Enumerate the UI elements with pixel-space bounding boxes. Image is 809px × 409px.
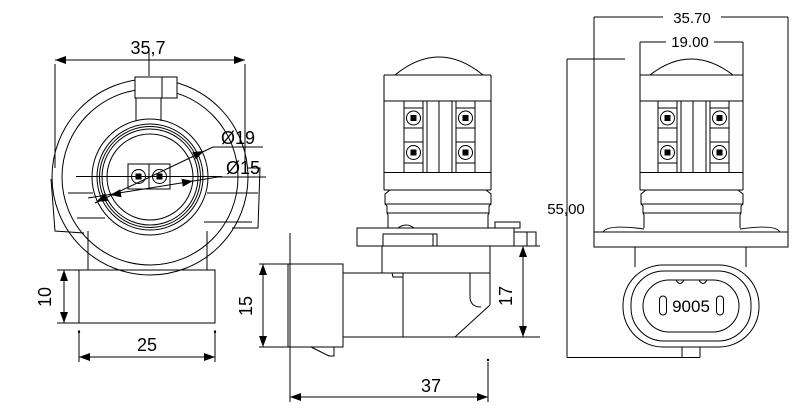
rear-socket-type-label: 9005 — [672, 297, 710, 316]
side-dome-lens — [394, 56, 484, 76]
front-dim-base-width-label: 25 — [137, 335, 157, 355]
front-dim-base-width: 25 — [77, 330, 217, 362]
front-right-flange — [232, 167, 261, 229]
side-view: 15 17 37 — [236, 56, 540, 402]
front-base — [78, 269, 216, 324]
rear-dome-lens — [649, 58, 734, 76]
side-dim-socket-height-label: 17 — [496, 286, 516, 306]
rear-dim-flange-width: 35.70 — [593, 10, 789, 232]
front-dim-overall-width-label: 35,7 — [130, 38, 165, 58]
rear-led-columns — [657, 101, 730, 173]
rear-view: 9005 35.70 19.00 55,00 — [547, 10, 789, 358]
side-dim-overall-length-label: 37 — [421, 376, 441, 396]
side-dim-connector-height: 15 — [236, 263, 288, 348]
rear-flange — [593, 231, 789, 248]
front-dim-base-height-label: 10 — [35, 287, 55, 307]
rear-dim-flange-width-label: 35.70 — [673, 10, 711, 27]
front-dim-base-height: 10 — [35, 269, 79, 324]
front-dim-lens-diameter-label: Ø19 — [221, 128, 255, 148]
front-top-tab — [134, 76, 178, 99]
side-connector-housing — [287, 263, 344, 348]
rear-connector-oval: 9005 — [622, 264, 760, 358]
rear-dim-body-width-label: 19.00 — [671, 34, 709, 51]
rear-dim-overall-height-label: 55,00 — [547, 201, 585, 218]
rear-dim-body-width: 19.00 — [671, 34, 709, 51]
front-view: 35,7 Ø19 Ø15 10 — [35, 38, 266, 362]
front-dim-overall-width: 35,7 — [54, 38, 246, 168]
side-led-columns — [403, 101, 476, 173]
front-led-chips — [127, 163, 171, 190]
side-dim-socket-height: 17 — [455, 245, 540, 338]
front-dim-reflector-diameter: Ø15 — [87, 158, 266, 199]
side-dim-overall-length: 37 — [289, 358, 490, 402]
front-dim-reflector-diameter-label: Ø15 — [226, 158, 260, 178]
rear-dim-overall-height: 55,00 — [547, 58, 700, 358]
side-dim-connector-height-label: 15 — [236, 296, 256, 316]
side-flange — [356, 227, 515, 247]
front-left-flange — [50, 178, 85, 234]
